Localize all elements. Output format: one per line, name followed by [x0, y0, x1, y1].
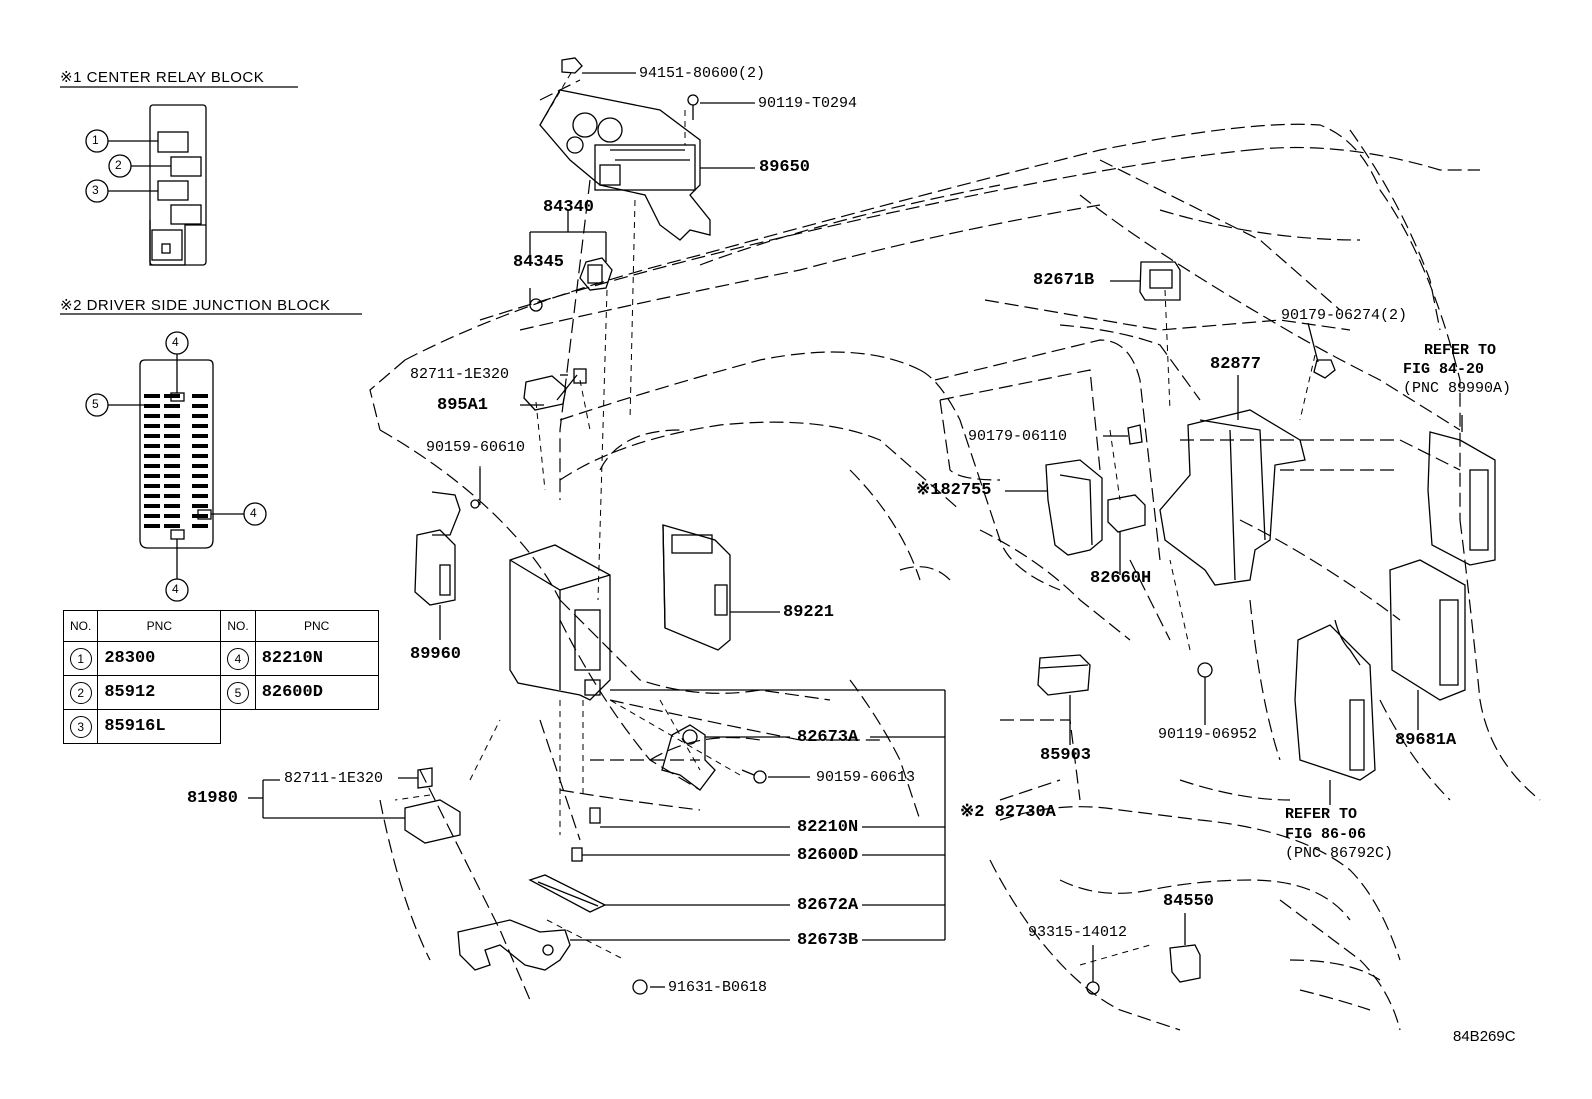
label-90179-06110: 90179-06110 — [968, 428, 1068, 445]
label-94151-80600: 94151-80600(2) — [639, 65, 766, 82]
label-81980: 81980 — [187, 789, 239, 808]
row-2-pnc-2: 82600D — [254, 675, 379, 710]
bolt-90119-06952 — [1197, 662, 1213, 678]
label-89221: 89221 — [783, 603, 835, 622]
callout-3: 3 — [92, 183, 99, 197]
callout-2: 2 — [115, 158, 122, 172]
label-84550: 84550 — [1163, 892, 1215, 911]
callout-1: 1 — [92, 133, 99, 147]
label-82755: ※182755 — [916, 481, 992, 500]
row-3-no: 3 — [69, 715, 92, 738]
label-82671b: 82671B — [1033, 271, 1095, 290]
label-90159-60613: 90159-60613 — [816, 769, 916, 786]
label-82877: 82877 — [1210, 355, 1262, 374]
screw-90119-t0294 — [687, 94, 699, 120]
screw-91631-b0618 — [632, 979, 648, 995]
row-1-no: 1 — [69, 647, 92, 670]
label-89681a: 89681A — [1395, 731, 1457, 750]
part-85903 — [1037, 654, 1091, 696]
label-90119-t0294: 90119-T0294 — [758, 95, 858, 112]
junction-block-fuses — [144, 394, 208, 528]
driver-junction-block-title: ※2 DRIVER SIDE JUNCTION BLOCK — [60, 297, 331, 314]
part-82673b — [457, 919, 571, 971]
label-82210n: 82210N — [797, 818, 859, 837]
label-90179-06274: 90179-06274(2) — [1281, 307, 1408, 324]
table-header-no-2: NO. — [220, 610, 256, 642]
part-82672a — [528, 874, 607, 913]
label-895a1: 895A1 — [437, 396, 489, 415]
table-row: 3 85916L — [62, 709, 379, 744]
label-93315-14012: 93315-14012 — [1028, 924, 1128, 941]
label-82730a: ※2 82730A — [960, 803, 1056, 822]
part-82600d — [571, 847, 583, 862]
ref-86-06-line3: (PNC 86792C) — [1285, 845, 1394, 862]
ref-86-06-line2: FIG 86-06 — [1285, 826, 1367, 843]
label-82673a: 82673A — [797, 728, 859, 747]
table-row: 2 85912 5 82600D — [62, 675, 379, 710]
row-3-pnc: 85916L — [97, 709, 222, 744]
relay-2 — [170, 156, 202, 177]
table-header-pnc: PNC — [97, 610, 222, 642]
clip-90179-06110 — [1127, 424, 1143, 445]
part-82730a — [509, 544, 611, 701]
relay-1 — [157, 131, 189, 153]
diagram-code: 84B269C — [1453, 1028, 1516, 1045]
ref-84-20-line1: REFER TO — [1424, 342, 1497, 359]
callout-4-bottom: 4 — [172, 582, 179, 596]
row-1-pnc: 28300 — [97, 641, 222, 676]
relay-3 — [157, 180, 189, 201]
label-82673b: 82673B — [797, 931, 859, 950]
label-82711-1e320-low: 82711-1E320 — [284, 770, 384, 787]
table-header-pnc-2: PNC — [254, 610, 379, 642]
part-89221 — [662, 524, 731, 651]
ref-84-20-line3: (PNC 89990A) — [1403, 380, 1512, 397]
screw-90159-60613 — [741, 769, 767, 784]
part-89650 — [539, 89, 711, 241]
part-89990a — [1427, 431, 1496, 566]
callout-4-right: 4 — [250, 506, 257, 520]
label-84345: 84345 — [513, 253, 565, 272]
part-82210n — [589, 807, 601, 824]
row-1-no-2: 4 — [227, 647, 250, 670]
label-90119-06952: 90119-06952 — [1158, 726, 1258, 743]
part-89681a — [1389, 559, 1466, 701]
label-84340: 84340 — [543, 198, 595, 217]
row-2-no: 2 — [69, 681, 92, 704]
label-91631-b0618: 91631-B0618 — [668, 979, 768, 996]
ref-84-20-line2: FIG 84-20 — [1403, 361, 1485, 378]
part-84550 — [1086, 944, 1201, 995]
part-82877 — [1159, 409, 1306, 586]
part-86792c — [1294, 619, 1376, 781]
label-82660h: 82660H — [1090, 569, 1152, 588]
callout-4-top: 4 — [172, 335, 179, 349]
label-89650: 89650 — [759, 158, 811, 177]
part-82660h — [1107, 494, 1146, 533]
row-2-no-2: 5 — [227, 681, 250, 704]
row-2-pnc: 85912 — [97, 675, 222, 710]
nut-90179-06274 — [1313, 359, 1336, 379]
part-82755 — [1045, 459, 1103, 556]
label-90159-60610: 90159-60610 — [426, 439, 526, 456]
center-relay-block-title: ※1 CENTER RELAY BLOCK — [60, 69, 265, 86]
label-89960: 89960 — [410, 645, 462, 664]
row-1-pnc-2: 82210N — [254, 641, 379, 676]
part-81980 — [404, 767, 461, 844]
part-82671b — [1139, 261, 1181, 301]
pnc-table: NO. PNC NO. PNC 1 28300 4 82210N 2 85912… — [62, 610, 379, 744]
ref-86-06-line1: REFER TO — [1285, 806, 1358, 823]
label-82672a: 82672A — [797, 896, 859, 915]
clip-94151 — [561, 57, 583, 74]
label-82600d: 82600D — [797, 846, 859, 865]
table-row: 1 28300 4 82210N — [62, 641, 379, 676]
label-82711-1e320-top: 82711-1E320 — [410, 366, 510, 383]
part-895a1 — [523, 368, 587, 411]
callout-5: 5 — [92, 397, 99, 411]
part-89960 — [414, 491, 480, 606]
table-header-no: NO. — [62, 610, 99, 642]
label-85903: 85903 — [1040, 746, 1092, 765]
junction-block-outline — [139, 359, 214, 549]
part-82673a — [661, 724, 716, 791]
